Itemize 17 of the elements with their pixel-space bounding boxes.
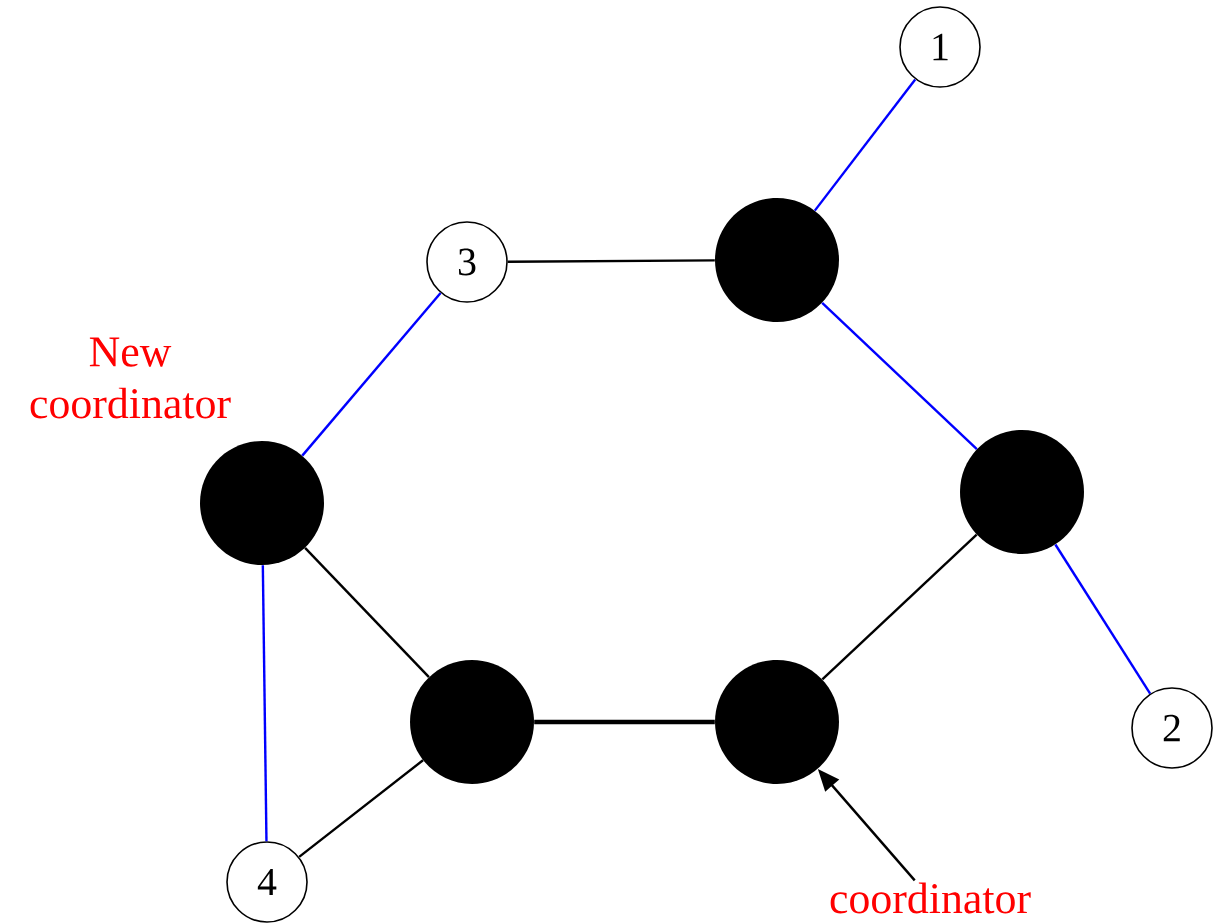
connector-line (304, 547, 430, 678)
connector-line (298, 759, 424, 858)
connector-line (261, 565, 268, 842)
connector-line (1054, 543, 1152, 695)
connector-line (813, 78, 917, 212)
circle-node (960, 430, 1084, 554)
connector-line (821, 301, 978, 451)
circle-node (410, 660, 534, 784)
circle-node (715, 198, 839, 322)
callout-text: coordinator (830, 882, 1031, 914)
annotation-text: New coordinator (30, 337, 231, 419)
connector-line (821, 533, 978, 681)
circle-node (715, 660, 839, 784)
connector-line (507, 259, 715, 263)
connector-line (534, 719, 715, 725)
circle-node (200, 441, 324, 565)
connector-line (301, 292, 442, 457)
